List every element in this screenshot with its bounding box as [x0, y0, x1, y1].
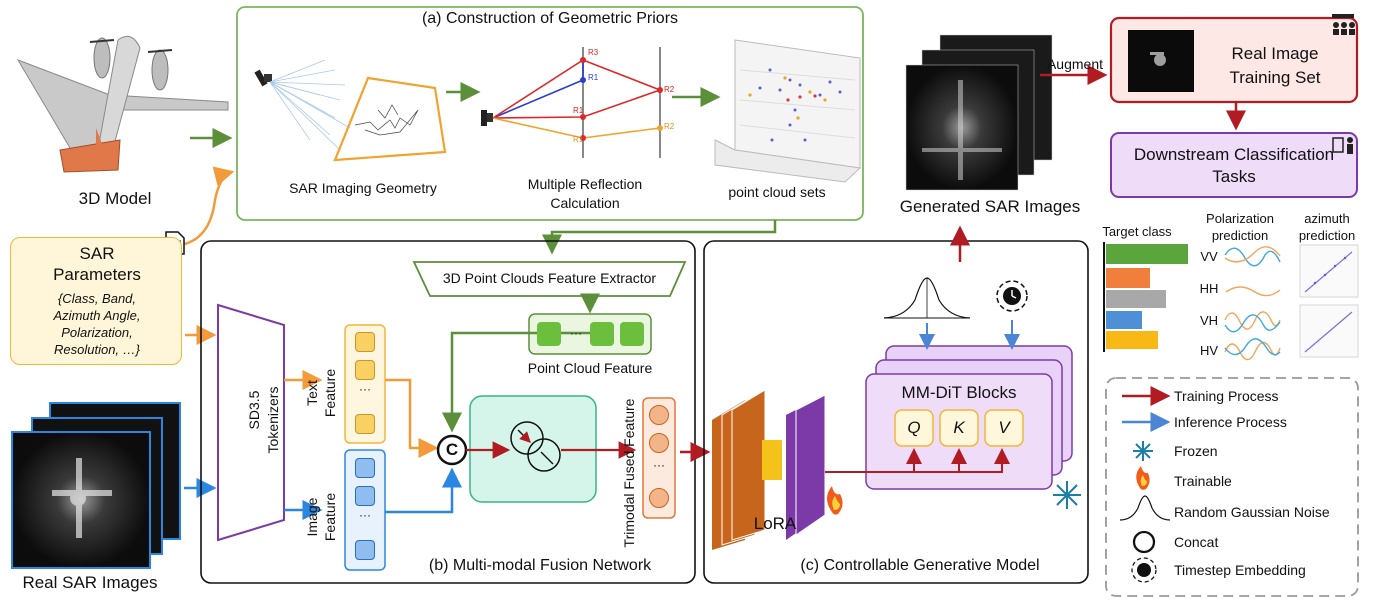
sar-params-line: Azimuth Angle, [53, 308, 141, 323]
fused-token-icon [649, 488, 669, 508]
node-label: R2 [664, 85, 675, 94]
real-sar-label: Real SAR Images [22, 573, 158, 592]
point-cloud-sets-label: point cloud sets [728, 184, 826, 200]
node-label: R3 [588, 48, 599, 57]
reflection-label-2: Calculation [550, 195, 620, 211]
satellite-icon [254, 69, 272, 87]
node-label: R2 [664, 122, 675, 131]
real-train-label-2: Training Set [1229, 68, 1321, 87]
text-doc-icon [355, 414, 375, 434]
tokenizer-label-2: Tokenizers [265, 386, 281, 454]
extractor-label: 3D Point Clouds Feature Extractor [442, 270, 657, 286]
text-doc-icon [355, 332, 375, 352]
panel-b-title: (b) Multi-modal Fusion Network [428, 557, 652, 574]
concat-icon-legend [1132, 530, 1156, 554]
lora-label: LoRA [753, 514, 797, 533]
panel-c-title: (c) Controllable Generative Model [800, 557, 1040, 574]
gaussian-noise-icon [883, 277, 971, 319]
fused-token-icon [649, 405, 669, 425]
legend-gaussian: Random Gaussian Noise [1174, 504, 1330, 520]
imaging-geometry-label: SAR Imaging Geometry [289, 180, 437, 196]
team-icon [1332, 14, 1355, 35]
legend-trainable: Trainable [1174, 473, 1232, 489]
pol-label: VV [1200, 249, 1218, 264]
imaging-footprint [333, 76, 447, 162]
q-label: Q [907, 418, 921, 437]
point-cloud-feature-label: Point Cloud Feature [527, 360, 653, 376]
image-feature-label-2: Feature [322, 492, 338, 542]
pc-ellipsis: ··· [570, 326, 582, 340]
legend-training: Training Process [1174, 388, 1279, 404]
airplane-icon [590, 322, 614, 346]
downstream-label-2: Tasks [1212, 167, 1256, 186]
node-label: R1 [588, 73, 599, 82]
airplane-icon [537, 322, 561, 346]
text-doc-icon [355, 360, 375, 380]
point-cloud-plot [714, 39, 862, 183]
model-label: 3D Model [78, 189, 152, 208]
legend-concat: Concat [1174, 534, 1219, 550]
generated-label: Generated SAR Images [899, 197, 1081, 216]
fused-token-icon [649, 433, 669, 453]
augment-label: Augment [1046, 56, 1104, 72]
azimuth-label-1: azimuth [1304, 211, 1350, 226]
k-label: K [953, 418, 965, 437]
pol-label: HH [1199, 281, 1219, 296]
satellite-icon-2 [481, 110, 493, 126]
legend-frozen: Frozen [1174, 443, 1218, 459]
flame-icon-lora [827, 486, 843, 515]
airplane-icon [620, 322, 644, 346]
image-thumb-icon [355, 458, 375, 478]
v-label: V [998, 418, 1010, 437]
image-feature-label-1: Image [304, 497, 320, 537]
legend-timestep: Timestep Embedding [1174, 562, 1306, 578]
panel-a-title: (a) Construction of Geometric Priors [421, 10, 679, 27]
sar-target-blob [52, 458, 112, 538]
polarization-waves [1224, 246, 1281, 361]
legend-inference: Inference Process [1174, 414, 1287, 430]
snowflake-icon-legend [1133, 441, 1153, 461]
clipboard-icon [1332, 137, 1353, 154]
timestep-icon [996, 280, 1028, 312]
downstream-label-1: Downstream Classification [1133, 145, 1335, 164]
image-ellipsis: ··· [359, 508, 371, 522]
pol-label: VH [1199, 313, 1219, 328]
tokenizer-label-1: SD3.5 [246, 390, 262, 430]
sar-params-line: Polarization, [61, 325, 133, 340]
polarization-label-1: Polarization [1206, 211, 1274, 226]
fused-ellipsis: ··· [653, 458, 665, 472]
generated-target-blob [922, 80, 1002, 180]
aircraft-3d-model-icon [16, 35, 229, 173]
flame-icon-legend [1136, 466, 1150, 490]
sar-beam-rays [269, 59, 351, 151]
real-train-label-1: Real Image [1231, 44, 1319, 63]
azimuth-label-2: prediction [1298, 228, 1356, 243]
pol-label: HV [1199, 343, 1219, 358]
reflection-label-1: Multiple Reflection [527, 176, 643, 192]
mmdit-label: MM-DiT Blocks [901, 383, 1017, 402]
text-ellipsis: ··· [359, 382, 371, 396]
node-label: R1 [573, 106, 584, 115]
scatter-points [354, 104, 419, 136]
trimodal-label: Trimodal Fused Feature [621, 398, 637, 548]
sar-params-title-2: Parameters [53, 265, 141, 284]
sar-params-line: {Class, Band, [57, 291, 137, 306]
image-thumb-icon [355, 486, 375, 506]
sar-params-line: Resolution, …} [54, 342, 140, 357]
target-class-label: Target class [1102, 224, 1172, 239]
snowflake-icon-c [1053, 481, 1081, 509]
azimuth-plots [1299, 244, 1359, 358]
node-label: R1 [573, 135, 584, 144]
text-feature-label-1: Text [304, 380, 320, 406]
timestep-icon-legend [1131, 557, 1157, 583]
polarization-label-2: prediction [1211, 228, 1269, 243]
text-feature-label-2: Feature [322, 368, 338, 418]
gaussian-icon-legend [1119, 495, 1171, 521]
concat-symbol: C [445, 440, 459, 459]
image-thumb-icon [355, 540, 375, 560]
sar-params-title-1: SAR [79, 244, 115, 263]
sar-parameters-box: SAR Parameters {Class, Band, Azimuth Ang… [10, 237, 182, 365]
